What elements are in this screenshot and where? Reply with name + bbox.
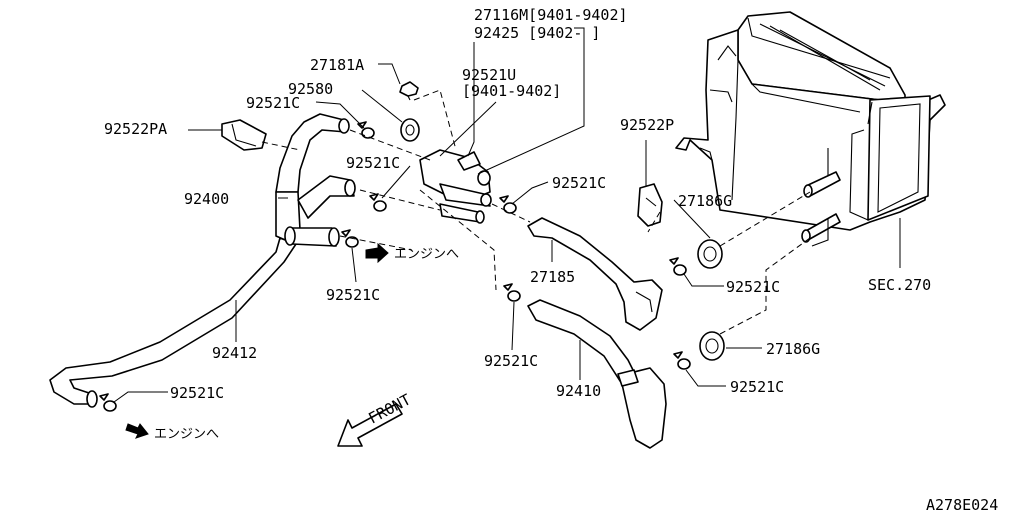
clamp-icon [99, 393, 117, 412]
label-92521c-right2: 92521C [730, 378, 784, 396]
grommet-27186g-bottom [699, 331, 725, 361]
label-front: FRONT [365, 390, 413, 427]
clamp-icon [669, 257, 687, 276]
label-27186g-top: 27186G [678, 192, 732, 210]
clamp-icon [341, 229, 359, 248]
hose-92412 [49, 237, 297, 408]
label-27185: 27185 [530, 268, 575, 286]
clamp-icon [503, 283, 521, 302]
label-92521u: 92521U [462, 66, 516, 84]
clamp-icon [369, 193, 387, 212]
label-92521c-top: 92521C [246, 94, 300, 112]
label-27181a: 27181A [310, 56, 364, 74]
label-92521c-mid: 92521C [346, 154, 400, 172]
label-92521c-valve: 92521C [552, 174, 606, 192]
label-92580: 92580 [288, 80, 333, 98]
hose-27185 [527, 217, 663, 331]
label-92412: 92412 [212, 344, 257, 362]
label-92522p: 92522P [620, 116, 674, 134]
label-92521c-right1: 92521C [726, 278, 780, 296]
assembly-lines [261, 89, 811, 335]
part-labels: 27116M[9401-9402] 92425 [9402- ] 27181A … [104, 6, 998, 512]
label-sec270: SEC.270 [868, 276, 931, 294]
label-27116m: 27116M[9401-9402] [474, 6, 628, 24]
arrow-to-engine-1 [365, 242, 389, 264]
clip-92522pa [221, 119, 267, 151]
clamp-icon [499, 195, 517, 214]
hose-clamps [99, 121, 691, 412]
label-diagram-code: A278E024 [926, 496, 998, 512]
label-92521c-center: 92521C [484, 352, 538, 370]
water-valve [399, 81, 492, 224]
label-92521c-left: 92521C [326, 286, 380, 304]
arrow-to-engine-2 [125, 423, 149, 439]
heater-unit [675, 11, 946, 247]
hose-92410 [527, 299, 667, 449]
grommet-27186g-top [697, 239, 723, 269]
label-27186g-bottom: 27186G [766, 340, 820, 358]
clip-92522p [637, 183, 663, 227]
label-92521c-bottomleft: 92521C [170, 384, 224, 402]
label-to-engine-2: エンジンへ [154, 427, 219, 442]
label-92522pa: 92522PA [104, 120, 167, 138]
label-92400: 92400 [184, 190, 229, 208]
label-92410: 92410 [556, 382, 601, 400]
hose-92400 [275, 113, 356, 247]
label-92521u-range: [9401-9402] [462, 82, 561, 100]
label-to-engine-1: エンジンへ [394, 247, 459, 262]
leader-lines [113, 27, 901, 403]
front-arrow-icon [337, 403, 403, 447]
label-92425: 92425 [9402- ] [474, 24, 600, 42]
clamp-icon [673, 351, 691, 370]
